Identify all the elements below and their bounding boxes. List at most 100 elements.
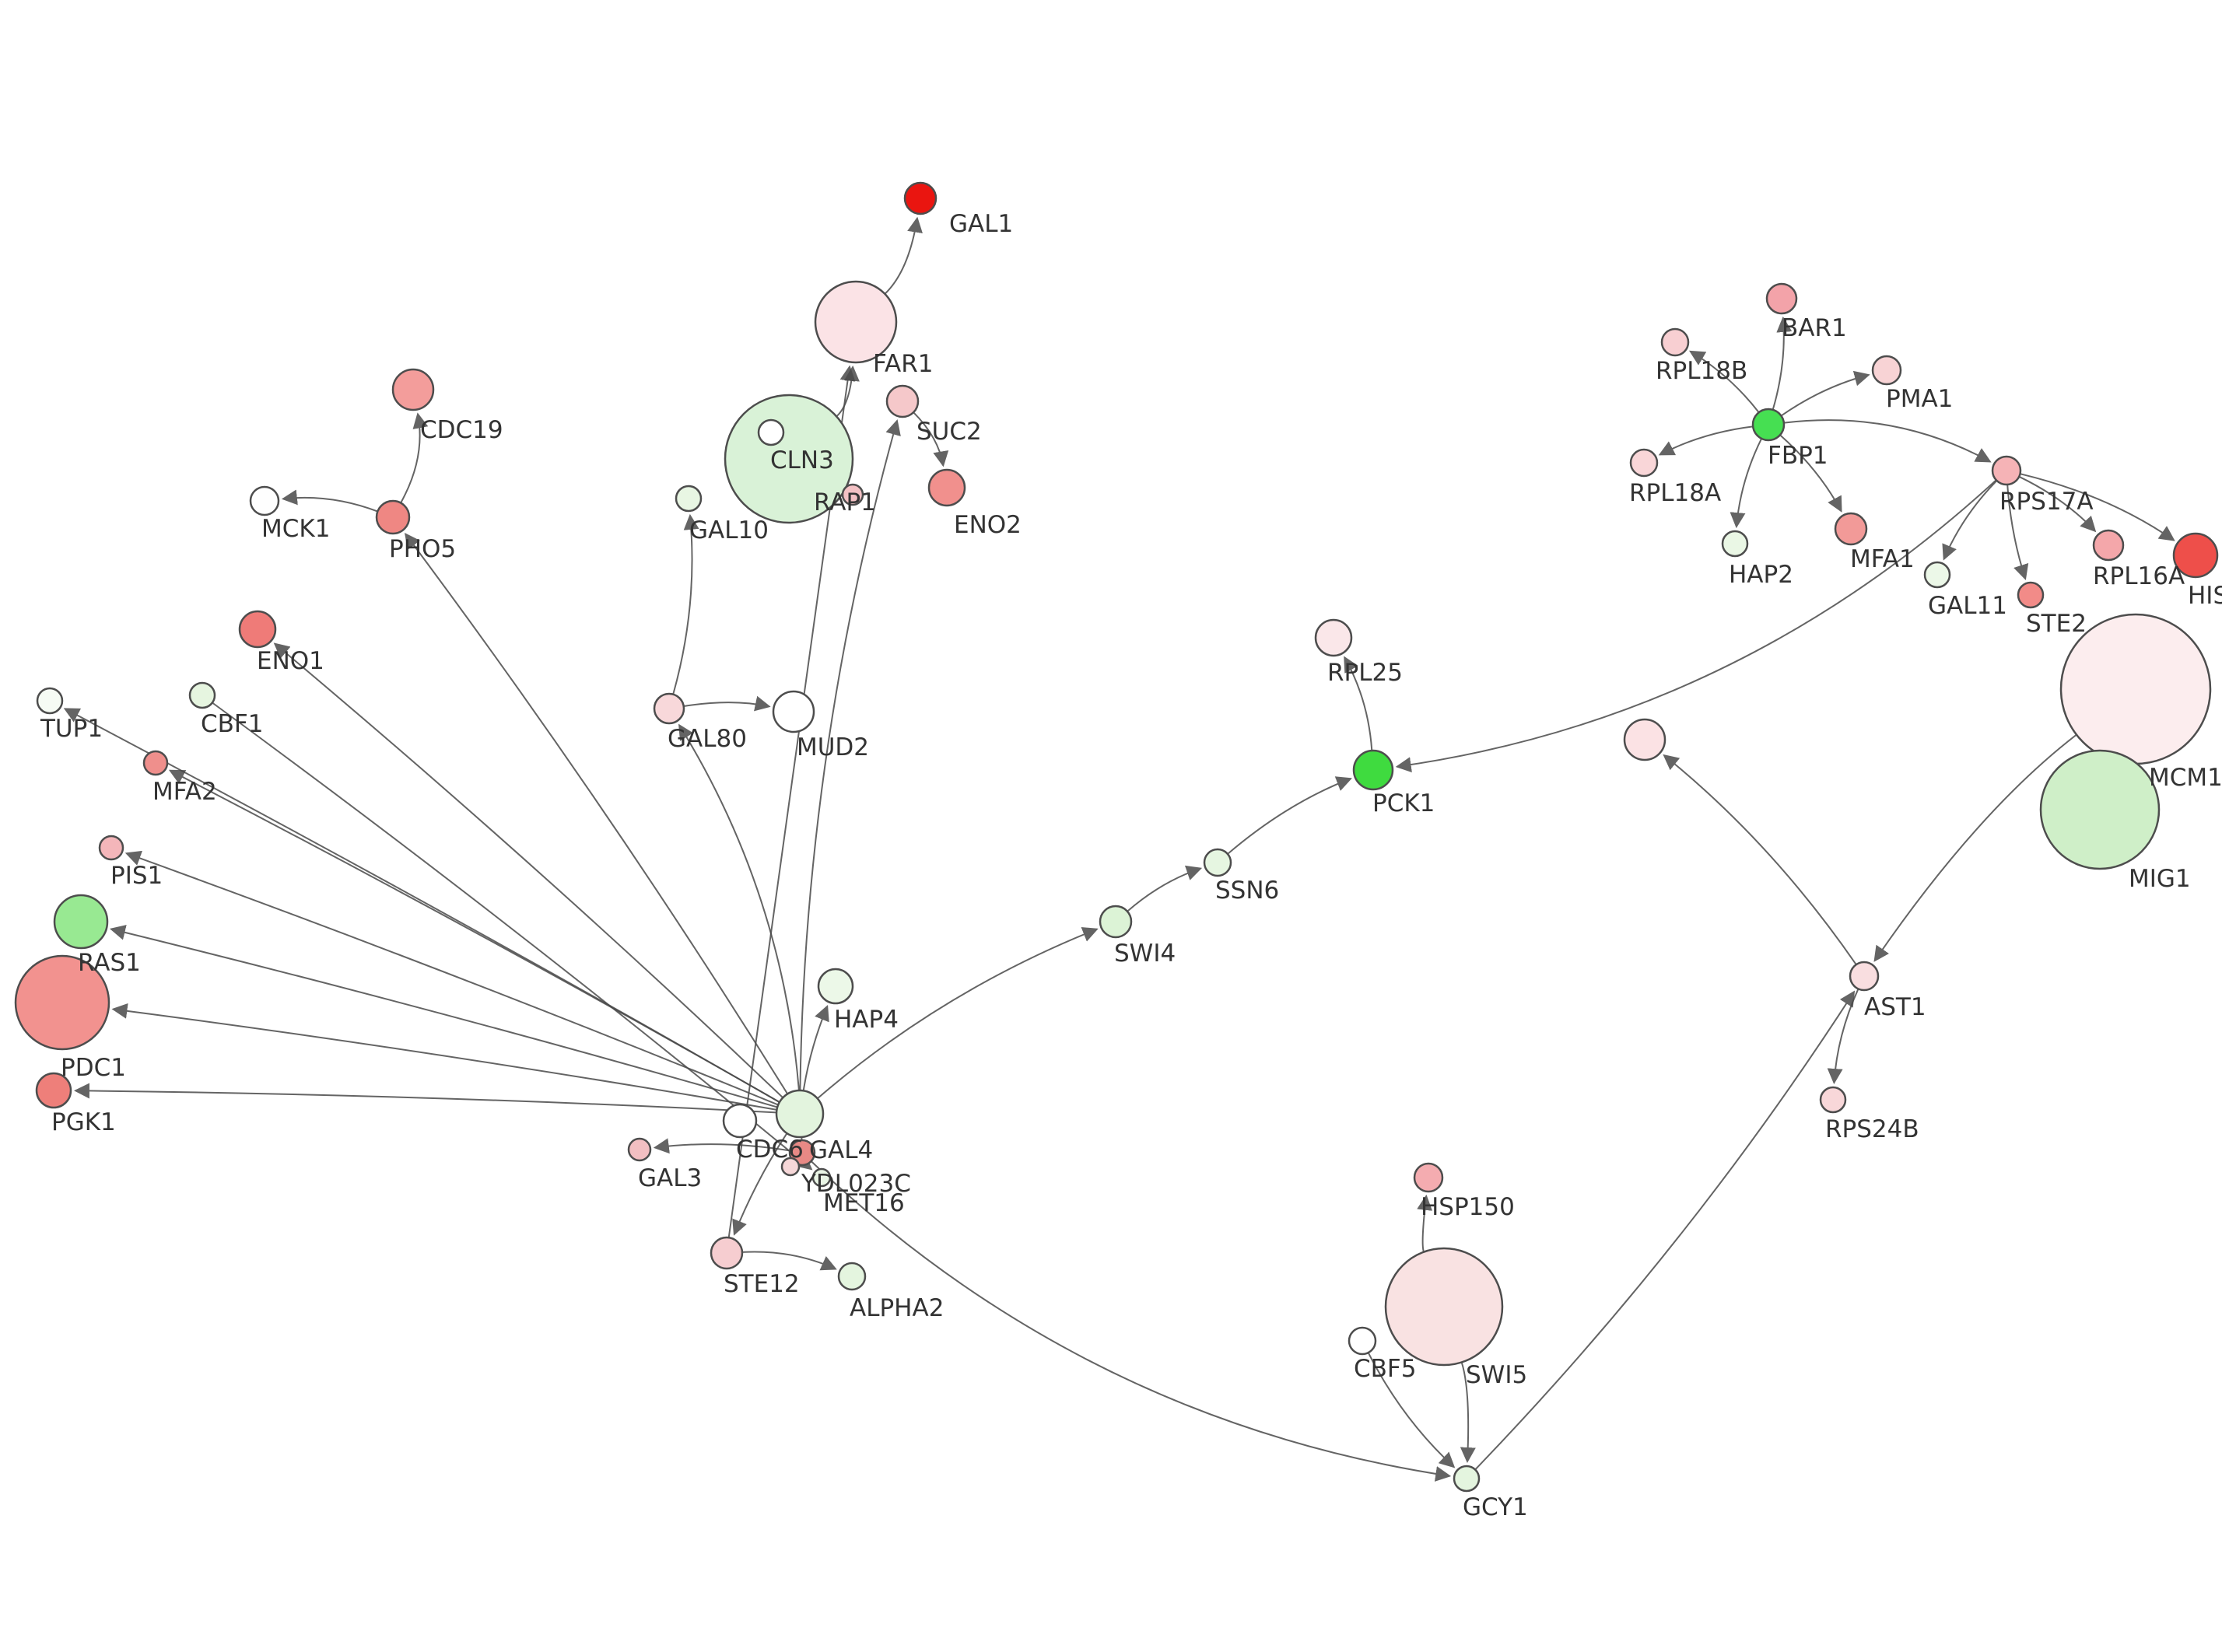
edge-RPS17A-STE2[interactable]	[2006, 484, 2029, 581]
edge-HUB1-RAS1[interactable]	[109, 925, 778, 1108]
edge-HUB1-SWI4[interactable]	[817, 926, 1099, 1100]
edge-SWI5-HSP150[interactable]	[1417, 1194, 1433, 1253]
node-ENO2[interactable]	[927, 468, 966, 507]
edge-SWI5-GCY1[interactable]	[1460, 1362, 1476, 1463]
edge-HUB1-PHO5[interactable]	[405, 532, 789, 1095]
node-CLN3[interactable]	[724, 394, 854, 524]
node-MIG1[interactable]	[2039, 749, 2161, 870]
node-label-SWI5: SWI5	[1466, 1361, 1527, 1389]
edge-RPS17A-PCK1[interactable]	[1395, 479, 1997, 773]
node-SSN6[interactable]	[1203, 848, 1232, 877]
node-RPS17A[interactable]	[1991, 455, 2022, 486]
node-PHO5[interactable]	[375, 499, 411, 535]
node-CDC19[interactable]	[391, 368, 435, 411]
edge-PHO5-MCK1[interactable]	[281, 489, 378, 513]
edge-GAL4-GAL80[interactable]	[678, 723, 803, 1141]
node-RPS24B[interactable]	[1819, 1086, 1847, 1114]
node-PINK1[interactable]	[1623, 718, 1666, 761]
node-SWI5[interactable]	[1384, 1247, 1504, 1367]
node-RPL18B[interactable]	[1660, 327, 1690, 357]
edge-HUB1-TUP1[interactable]	[63, 708, 780, 1103]
node-MCK1[interactable]	[249, 485, 280, 516]
node-MUD2[interactable]	[772, 690, 815, 733]
edge-HUB1-PGK1[interactable]	[74, 1083, 777, 1114]
node-RAP1[interactable]	[841, 483, 864, 506]
node-GAL3[interactable]	[627, 1137, 652, 1162]
node-WHITE1[interactable]	[757, 418, 785, 446]
edge-SSN6-PCK1[interactable]	[1227, 776, 1352, 855]
node-RPL18A[interactable]	[1629, 448, 1659, 478]
edge-PHO5-CDC19[interactable]	[400, 412, 429, 504]
node-PGK1[interactable]	[35, 1072, 72, 1109]
edge-GAL80-MUD2[interactable]	[683, 695, 771, 712]
edge-AST1-RPS24B[interactable]	[1827, 988, 1859, 1084]
node-FBP1[interactable]	[1751, 408, 1786, 442]
node-HSP150[interactable]	[1413, 1162, 1444, 1193]
node-HUB1[interactable]	[775, 1089, 825, 1139]
edge-FBP1-RPS17A[interactable]	[1783, 419, 1992, 463]
node-HAP2[interactable]	[1721, 530, 1749, 558]
node-RPL16A[interactable]	[2092, 529, 2125, 562]
edge-HUB1-HAP4[interactable]	[802, 1005, 829, 1091]
node-HIS4[interactable]	[2172, 532, 2219, 579]
edge-HUB1-ENO1[interactable]	[273, 642, 783, 1099]
edge-AST1-PINK1[interactable]	[1663, 754, 1857, 965]
edge-CBF5-GCY1[interactable]	[1367, 1352, 1456, 1468]
node-STE2[interactable]	[2017, 581, 2045, 609]
edge-FBP1-RPL18B[interactable]	[1688, 350, 1760, 413]
edge-HUB1-SUC2[interactable]	[799, 419, 901, 1091]
edge-CBF1-MET16[interactable]	[212, 702, 813, 1171]
node-BAR1[interactable]	[1765, 282, 1798, 315]
edge-RPS17A-HIS4[interactable]	[2020, 473, 2175, 541]
edge-STE12-ALPHA2[interactable]	[741, 1251, 837, 1271]
node-ENO1[interactable]	[238, 610, 277, 649]
edge-PCK1-RPL25[interactable]	[1344, 656, 1373, 751]
edge-CLN3-FAR1[interactable]	[836, 365, 860, 418]
node-RPL25[interactable]	[1314, 618, 1353, 657]
node-ALPHA2[interactable]	[837, 1262, 867, 1291]
node-TUP1[interactable]	[36, 687, 64, 715]
node-PMA1[interactable]	[1871, 355, 1902, 386]
node-AST1[interactable]	[1849, 961, 1880, 992]
node-GAL1[interactable]	[903, 181, 938, 215]
edge-GAL4-GAL3[interactable]	[653, 1138, 790, 1154]
node-MFA2[interactable]	[142, 750, 169, 776]
node-MFA1[interactable]	[1834, 512, 1868, 546]
edge-HUB1-STE12[interactable]	[732, 1132, 788, 1236]
node-GCY1[interactable]	[1453, 1465, 1481, 1493]
node-CDC6[interactable]	[722, 1103, 758, 1139]
edge-GAL4-GCY1[interactable]	[810, 1160, 1452, 1482]
edge-RPS17A-GAL11[interactable]	[1942, 480, 1998, 561]
edge-GCY1-AST1[interactable]	[1474, 990, 1856, 1471]
edge-SUC2-ENO2[interactable]	[913, 411, 949, 467]
node-STE12[interactable]	[710, 1236, 744, 1270]
node-CBF5[interactable]	[1348, 1326, 1377, 1356]
node-RAS1[interactable]	[53, 894, 109, 950]
edge-HUB1-PIS1[interactable]	[124, 850, 779, 1106]
edge-MCM1-AST1[interactable]	[1873, 733, 2077, 962]
edge-FBP1-BAR1[interactable]	[1772, 316, 1793, 411]
edge-HUB1-MFA2[interactable]	[168, 769, 780, 1103]
node-PDC1[interactable]	[14, 954, 110, 1051]
node-GAL11[interactable]	[1923, 561, 1951, 589]
node-SWI4[interactable]	[1099, 905, 1133, 939]
node-FAR1[interactable]	[814, 280, 898, 364]
node-SUC2[interactable]	[885, 384, 920, 418]
edge-FBP1-HAP2[interactable]	[1730, 438, 1762, 529]
node-HAP4[interactable]	[817, 968, 854, 1005]
edge-GAL80-GAL10[interactable]	[672, 513, 699, 695]
edge-FBP1-PMA1[interactable]	[1780, 370, 1870, 417]
node-YDL023C[interactable]	[780, 1157, 801, 1177]
node-GAL10[interactable]	[675, 485, 703, 513]
edge-HUB1-PDC1[interactable]	[111, 1003, 777, 1111]
edge-FBP1-RPL18A[interactable]	[1658, 425, 1754, 456]
node-PIS1[interactable]	[98, 835, 124, 861]
edge-FBP1-MFA1[interactable]	[1779, 434, 1842, 513]
edge-FAR1-GAL1[interactable]	[884, 216, 923, 295]
edge-RPS17A-RPL16A[interactable]	[2018, 475, 2097, 533]
node-MET16[interactable]	[811, 1167, 832, 1188]
node-CBF1[interactable]	[188, 681, 216, 709]
node-PCK1[interactable]	[1352, 749, 1394, 791]
node-GAL80[interactable]	[653, 692, 685, 725]
edge-SWI4-SSN6[interactable]	[1127, 865, 1203, 912]
